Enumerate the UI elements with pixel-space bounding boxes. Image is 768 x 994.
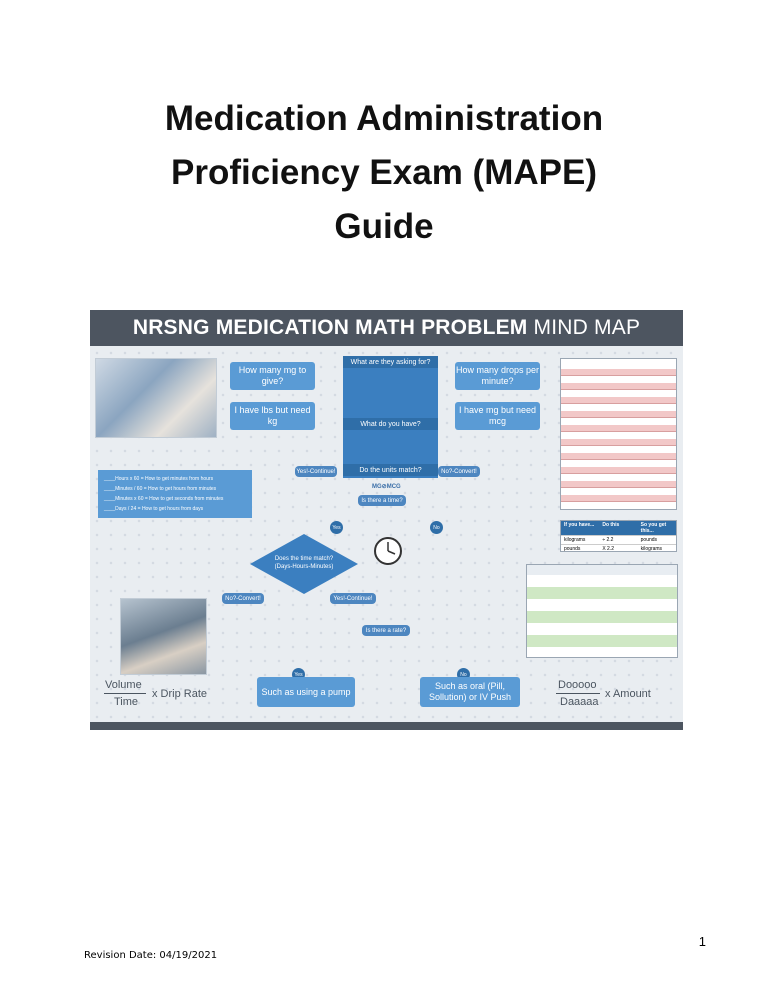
metric-conversion-table [526,564,678,658]
mind-map-header-bold: NRSNG MEDICATION MATH PROBLEM [132,316,528,339]
volume-fraction-bar [104,693,146,694]
table-cell: kilograms [564,537,586,543]
table-cell: pounds [640,537,658,543]
page-number: 1 [698,934,706,949]
no-circle: No [430,521,443,534]
table-cell: X 2.2 [602,546,615,552]
question-mcg: I have mg but need mcg [455,402,540,430]
question-lbs: I have lbs but need kg [230,402,315,430]
table-cell: ÷ 2.2 [602,537,614,543]
units-match-label: Do the units match? [343,464,438,476]
time-conversion-2: ____Minutes / 60 = How to get hours from… [104,486,217,492]
yes-circle: Yes [330,521,343,534]
time-conversion-4: ____Days / 24 = How to get hours from da… [104,506,204,512]
is-rate-pill: Is there a rate? [362,625,410,636]
table-header-row: If you have... Do this So you get this..… [561,521,676,535]
drip-rate-label: x Drip Rate [152,688,208,700]
nurses-photo [95,358,217,438]
table-row: kilograms ÷ 2.2 pounds [561,535,676,544]
time-conversion-1: ____Hours x 60 = How to get minutes from… [104,476,214,482]
center-panel [343,356,438,478]
patient-photo [120,598,207,675]
pump-box: Such as using a pump [257,677,355,707]
mind-map-header-light: MIND MAP [533,316,641,339]
oral-box: Such as oral (Pill, Sollution) or IV Pus… [420,677,520,707]
table-header-2: Do this [602,522,620,528]
do-you-have-label: What do you have? [343,418,438,430]
mind-map-header: NRSNG MEDICATION MATH PROBLEM MIND MAP [90,310,683,346]
is-time-pill: Is there a time? [358,495,406,506]
weight-conversion-table: If you have... Do this So you get this..… [560,520,677,552]
clock-icon [374,537,402,565]
dose-fraction-bar [556,693,600,694]
table-cell: kilograms [640,546,663,552]
asking-for-label: What are they asking for? [343,356,438,368]
time-label: Time [114,696,139,708]
time-match-label: Does the time match? (Days-Hours-Minutes… [274,556,334,570]
question-drops: How many drops per minute? [455,362,540,390]
table-header-1: If you have... [564,522,595,528]
table-cell: pounds [564,546,581,552]
document-title: Medication Administration Proficiency Ex… [0,92,768,254]
no-convert-pill: No?-Convert! [438,466,480,477]
diamond-shape [250,534,358,594]
time-conversion-3: ____Minutes x 60 = How to get seconds fr… [104,496,224,502]
daaaa-label: Daaaaa [560,696,599,708]
amount-label: x Amount [605,688,651,700]
table-row: pounds X 2.2 kilograms [561,544,676,553]
question-mg: How many mg to give? [230,362,315,390]
revision-date: Revision Date: 04/19/2021 [84,950,218,961]
no-convert-pill-2: No?-Convert! [222,593,264,604]
time-conversion-box: ____Hours x 60 = How to get minutes from… [98,470,252,518]
yes-continue-pill: Yes!-Continue! [295,466,337,477]
mind-map-footer [90,722,683,730]
title-line-2: Proficiency Exam (MAPE) [171,153,597,192]
title-line-1: Medication Administration [164,99,604,138]
title-line-3: Guide [334,207,434,246]
volume-label: Volume [105,679,142,691]
mg-mcg-label: MG⊘MCG [372,484,401,490]
doooo-label: Dooooo [558,679,597,691]
yes-continue-pill-2: Yes!-Continue! [330,593,376,604]
unit-conversion-chart [560,358,677,510]
time-match-diamond: Does the time match? (Days-Hours-Minutes… [249,533,359,595]
table-header-3: So you get this... [640,522,667,534]
mind-map-image: NRSNG MEDICATION MATH PROBLEM MIND MAP H… [90,310,683,730]
